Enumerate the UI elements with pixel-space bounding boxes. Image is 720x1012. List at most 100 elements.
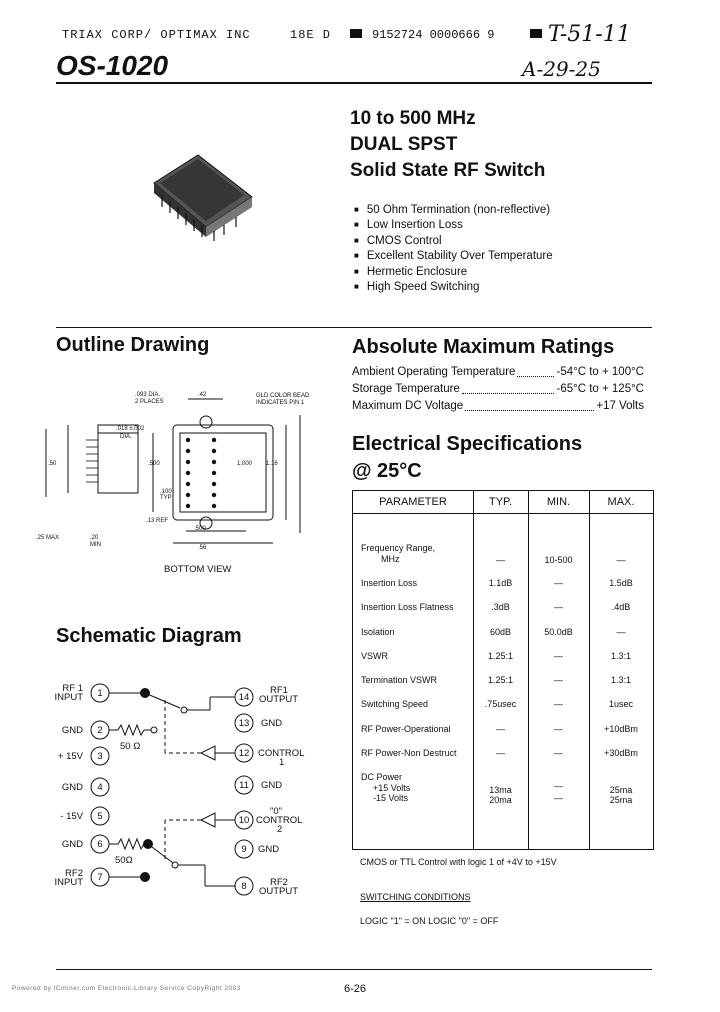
pin-12-label: CONTROL xyxy=(258,748,305,759)
param: Insertion Loss Flatness xyxy=(361,602,454,612)
typ: 1.1dB xyxy=(488,578,513,588)
spec-col-rule xyxy=(528,491,529,849)
leader-dots xyxy=(461,381,555,394)
pin-2-label: GND xyxy=(61,725,83,736)
param: Frequency Range, xyxy=(361,543,436,553)
dim-42: .42 xyxy=(198,392,207,398)
pin-10-label-3: 2 xyxy=(277,824,283,835)
list-item: 50 Ohm Termination (non-reflective) xyxy=(354,203,553,218)
list-item: CMOS Control xyxy=(354,234,553,249)
resistor-2-label: 50Ω xyxy=(115,855,133,866)
dim-25-max: .25 MAX xyxy=(36,535,60,541)
ratings-table: Ambient Operating Temperature -54°C to +… xyxy=(352,364,644,415)
pin-14-label: RF1 xyxy=(270,685,288,696)
typ: 13ma xyxy=(489,785,512,795)
pin-7-label-2: INPUT xyxy=(54,877,84,888)
spec-header-rule xyxy=(353,513,653,514)
rating-row: Storage Temperature -65°C to + 125°C xyxy=(352,381,644,398)
typ: — xyxy=(496,724,505,734)
col-typ: TYP. xyxy=(488,496,513,508)
max: 1.3:1 xyxy=(610,651,632,661)
pin-9-label: GND xyxy=(258,844,280,855)
pin-5-label: - 15V xyxy=(60,811,83,822)
dim-116: 1.16 xyxy=(266,461,278,467)
max: — xyxy=(616,555,626,565)
part-number: OS-1020 xyxy=(56,50,169,81)
top-rule xyxy=(56,82,652,84)
pin-4: 4 xyxy=(97,782,103,793)
company-name: TRIAX CORP/ OPTIMAX INC xyxy=(62,28,251,42)
dim-018: .018 ±.002 xyxy=(116,426,145,432)
page-number: 6-26 xyxy=(344,983,367,995)
pin-7: 7 xyxy=(97,872,103,883)
param: RF Power-Operational xyxy=(361,724,451,734)
spec-col-rule xyxy=(589,491,590,849)
pin-10-label-2: CONTROL xyxy=(256,815,303,826)
max: 1.5dB xyxy=(609,578,633,588)
pin-12: 12 xyxy=(238,748,250,759)
pin-8: 8 xyxy=(241,881,247,892)
param-sub: -15 Volts xyxy=(373,793,409,803)
header-block-1 xyxy=(350,29,362,38)
dim-500b: .500 xyxy=(194,526,206,532)
dim-500: .500 xyxy=(148,461,160,467)
dim-min: MIN xyxy=(90,542,101,548)
pin-8-label-2: OUTPUT xyxy=(259,886,299,897)
logic-note: LOGIC "1" = ON LOGIC "0" = OFF xyxy=(360,916,499,926)
switching-heading: SWITCHING CONDITIONS xyxy=(360,892,471,902)
spec-col-rule xyxy=(473,491,474,849)
min: 10-500 xyxy=(544,555,573,565)
param: VSWR xyxy=(361,651,388,661)
pin-10-label: "0" xyxy=(270,806,283,817)
dim-typ: TYP xyxy=(160,495,172,501)
outline-drawing xyxy=(45,398,301,544)
electrical-heading-temp: @ 25°C xyxy=(352,460,422,482)
param-sub: +15 Volts xyxy=(373,783,411,793)
min: — xyxy=(554,699,563,709)
param-unit: MHz xyxy=(381,554,400,564)
pin-7-label: RF2 xyxy=(65,868,83,879)
max: +10dBm xyxy=(604,724,638,734)
min: 50.0dB xyxy=(544,627,573,637)
list-item: Low Insertion Loss xyxy=(354,218,553,233)
rating-label: Maximum DC Voltage xyxy=(352,400,464,412)
electrical-heading: Electrical Specifications xyxy=(352,433,583,455)
section-rule xyxy=(56,327,652,328)
footer-rule xyxy=(56,969,652,970)
dim-100: .100 xyxy=(160,489,172,495)
title-line-2: DUAL SPST xyxy=(350,134,458,155)
typ: 1.25:1 xyxy=(487,675,514,685)
leader-dots xyxy=(517,364,555,377)
max: +30dBm xyxy=(604,748,638,758)
pin-1: 1 xyxy=(97,688,103,699)
pin-14-label-2: OUTPUT xyxy=(259,694,299,705)
pin-14: 14 xyxy=(238,692,250,703)
bottom-view-label: BOTTOM VIEW xyxy=(164,564,232,575)
min: — xyxy=(554,748,563,758)
header-block-2 xyxy=(530,29,542,38)
typ: .3dB xyxy=(491,602,510,612)
param: DC Power xyxy=(361,772,403,782)
max: 25ma xyxy=(609,795,633,805)
pin-6-label: GND xyxy=(61,839,83,850)
pin-13-label: GND xyxy=(261,718,283,729)
dim-indicates: INDICATES PIN 1 xyxy=(256,400,305,406)
dim-50: .50 xyxy=(48,461,57,467)
pin-4-label: GND xyxy=(61,782,83,793)
pin-11-label: GND xyxy=(261,780,283,791)
typ: 1.25:1 xyxy=(487,651,514,661)
param: Isolation xyxy=(361,627,395,637)
product-title: 10 to 500 MHz DUAL SPST Solid State RF S… xyxy=(350,106,545,184)
pin-3-label: + 15V xyxy=(57,751,83,762)
title-line-1: 10 to 500 MHz xyxy=(350,108,476,129)
dim-56: .56 xyxy=(198,545,207,551)
pin-10: 10 xyxy=(238,815,250,826)
pin-13: 13 xyxy=(238,718,250,729)
pin-12-label-2: 1 xyxy=(279,757,285,768)
param: Insertion Loss xyxy=(361,578,418,588)
max: .4dB xyxy=(611,602,631,612)
rating-value: -65°C to + 125°C xyxy=(556,383,644,395)
min: — xyxy=(554,578,563,588)
min: — xyxy=(554,675,563,685)
pin-3: 3 xyxy=(97,751,103,762)
